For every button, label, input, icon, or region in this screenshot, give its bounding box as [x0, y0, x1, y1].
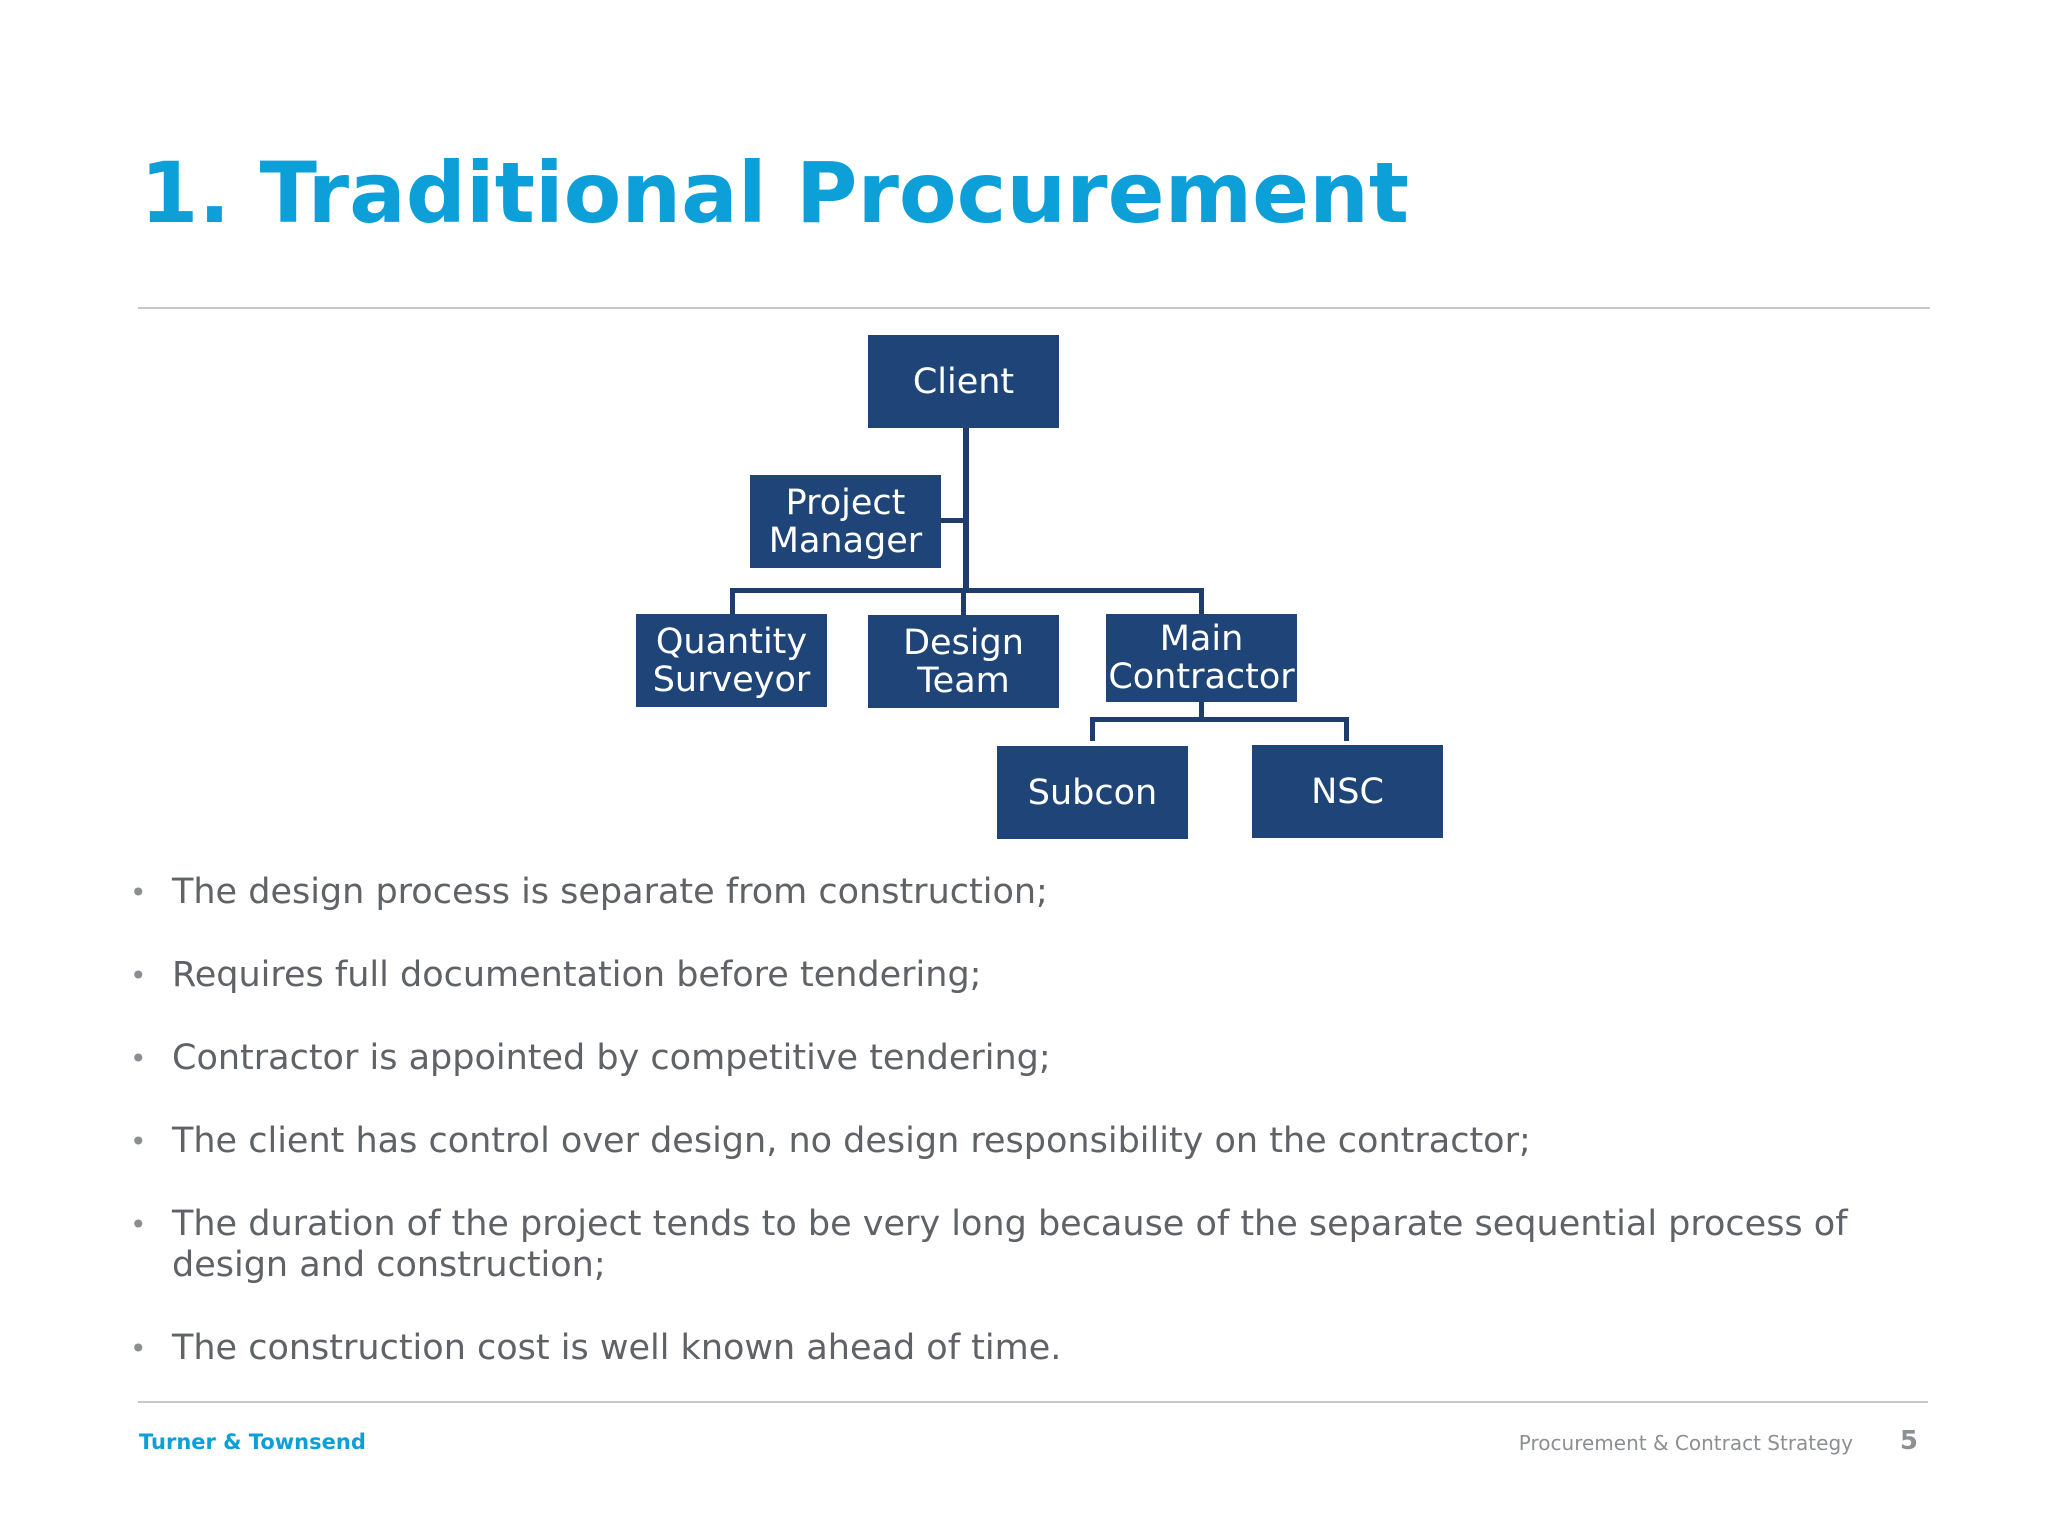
connector-client-trunk: [963, 428, 969, 593]
node-design-team: Design Team: [868, 615, 1059, 708]
connector-bottom-bar: [1090, 717, 1349, 722]
bullet-icon: •: [130, 959, 147, 992]
list-item: • The client has control over design, no…: [130, 1121, 1531, 1161]
list-item: • Contractor is appointed by competitive…: [130, 1038, 1051, 1078]
title-divider: [138, 307, 1930, 309]
bullet-icon: •: [130, 1208, 147, 1241]
list-item: • Requires full documentation before ten…: [130, 955, 982, 995]
connector-qs-drop: [730, 588, 735, 614]
list-item: • The duration of the project tends to b…: [130, 1204, 1848, 1285]
node-nsc: NSC: [1252, 745, 1443, 838]
bullet-icon: •: [130, 1332, 147, 1365]
bullet-list: • The design process is separate from co…: [128, 872, 1928, 1369]
bullet-icon: •: [130, 876, 147, 909]
node-main-contractor: Main Contractor: [1106, 614, 1297, 702]
connector-subcon-drop: [1090, 717, 1095, 741]
footer-divider: [138, 1401, 1928, 1403]
connector-top-bar: [730, 588, 1204, 593]
connector-contractor-drop: [1199, 588, 1204, 614]
brand-logo: Turner & Townsend: [139, 1430, 366, 1454]
list-item: • The construction cost is well known ah…: [130, 1328, 1062, 1368]
connector-contractor-stem: [1199, 702, 1204, 721]
slide-title: 1. Traditional Procurement: [140, 144, 1410, 242]
footer-caption: Procurement & Contract Strategy: [1518, 1431, 1853, 1455]
bullet-icon: •: [130, 1042, 147, 1075]
node-subcon: Subcon: [997, 746, 1188, 839]
page-number: 5: [1899, 1426, 1918, 1456]
connector-design-drop: [961, 588, 966, 615]
node-client: Client: [868, 335, 1059, 428]
connector-project-manager: [941, 518, 966, 523]
bullet-icon: •: [130, 1125, 147, 1158]
list-item: • The design process is separate from co…: [130, 872, 1048, 912]
node-project-manager: Project Manager: [750, 475, 941, 568]
connector-nsc-drop: [1344, 717, 1349, 741]
node-quantity-surveyor: Quantity Surveyor: [636, 614, 827, 707]
